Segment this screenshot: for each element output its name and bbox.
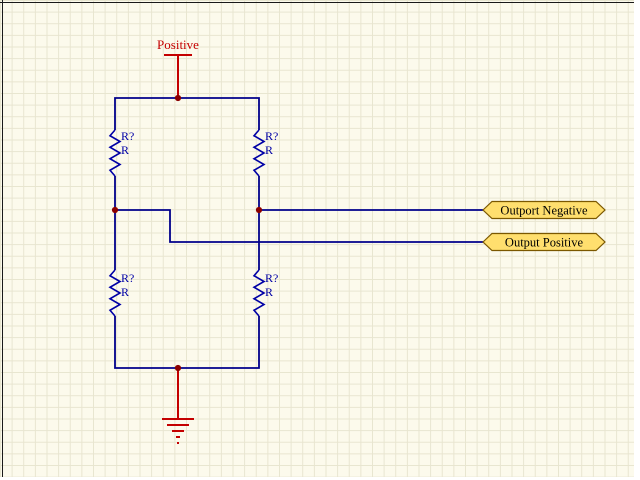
resistor-value[interactable]: R	[121, 143, 129, 157]
ground-symbol[interactable]	[162, 368, 194, 444]
resistor-value[interactable]: R	[265, 143, 273, 157]
resistor-body[interactable]	[252, 129, 266, 177]
resistor-designator[interactable]: R?	[265, 129, 278, 143]
wire[interactable]	[114, 316, 260, 369]
sheet-edge-top	[0, 2, 634, 3]
resistor-body[interactable]	[252, 269, 266, 317]
port-shape[interactable]	[482, 200, 606, 220]
junction-dot	[174, 94, 182, 102]
resistor-value[interactable]: R	[121, 285, 129, 299]
port-label: Output Positive	[505, 236, 584, 250]
resistor-body[interactable]	[108, 269, 122, 317]
resistor-bottom-left[interactable]: R? R	[108, 269, 134, 317]
junction-dot	[255, 206, 263, 214]
resistor-bottom-right[interactable]: R? R	[252, 269, 278, 317]
port-label: Outport Negative	[500, 204, 588, 218]
power-label[interactable]: Positive	[157, 37, 199, 52]
junctions	[111, 94, 263, 372]
wires	[114, 97, 483, 369]
wire[interactable]	[114, 97, 260, 130]
resistor-designator[interactable]: R?	[121, 271, 134, 285]
sheet-edge-left	[2, 0, 3, 477]
port-output-positive[interactable]: Output Positive	[482, 232, 606, 252]
resistor-designator[interactable]: R?	[265, 271, 278, 285]
wire[interactable]	[115, 209, 483, 243]
resistor-top-right[interactable]: R? R	[252, 129, 278, 177]
junction-dot	[174, 364, 182, 372]
resistor-designator[interactable]: R?	[121, 129, 134, 143]
resistor-top-left[interactable]: R? R	[108, 129, 134, 177]
port-outport-negative[interactable]: Outport Negative	[482, 200, 606, 220]
power-port-positive[interactable]: Positive	[157, 37, 199, 98]
resistor-body[interactable]	[108, 129, 122, 177]
resistor-value[interactable]: R	[265, 285, 273, 299]
junction-dot	[111, 206, 119, 214]
port-shape[interactable]	[482, 232, 606, 252]
